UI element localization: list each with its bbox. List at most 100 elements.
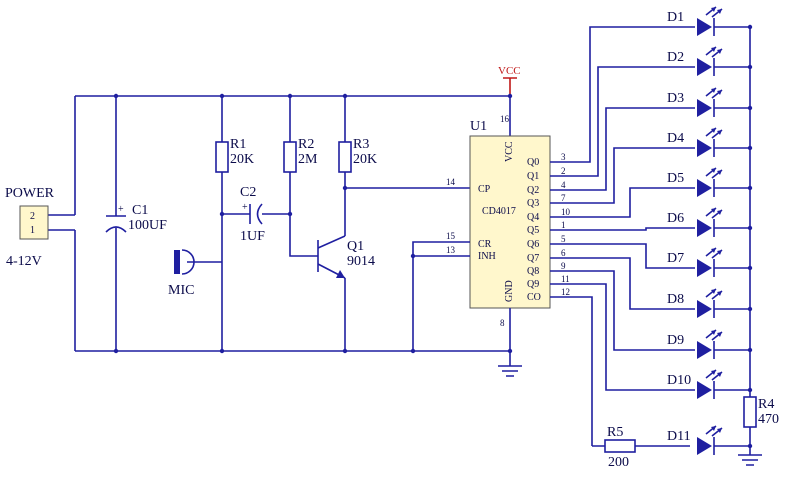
u1-output-label: Q7 [527, 253, 539, 264]
c1-value: 100UF [128, 218, 167, 233]
led-d8: D8 [550, 257, 753, 318]
u1-output-label: Q9 [527, 279, 539, 290]
ground-symbol-u1 [498, 365, 522, 377]
junction-dot [410, 253, 416, 259]
resistor-r1: R1 20K [215, 96, 254, 351]
r1-value: 20K [230, 152, 254, 167]
junction-dot [410, 348, 416, 354]
u1-cp-pin: 14 [446, 177, 456, 187]
u1-output-pin-number: 1 [561, 220, 566, 230]
power-connector: POWER 2 1 4-12V [5, 186, 55, 269]
r2-name: R2 [298, 137, 314, 152]
u1-output-pin-number: 12 [561, 287, 570, 297]
r3-name: R3 [353, 137, 369, 152]
u1-output-label: Q6 [527, 239, 539, 250]
mic-label: MIC [168, 283, 194, 298]
resistor-r5: R5 200 [592, 425, 690, 470]
led-label: D8 [667, 292, 684, 307]
r2-value: 2M [298, 152, 318, 167]
led-d2: D2 [550, 46, 753, 177]
led-label: D1 [667, 10, 684, 25]
led-d11: D11 [550, 296, 753, 455]
led-label: D5 [667, 171, 684, 186]
power-pin2: 2 [30, 211, 35, 222]
r4-value: 470 [758, 412, 779, 427]
cr-inh-ground-wire [412, 241, 470, 351]
led-label: D2 [667, 50, 684, 65]
capacitor-c1: + C1 100UF [105, 96, 167, 351]
led-label: D7 [667, 251, 684, 266]
junction-dot [113, 93, 119, 99]
junction-dot [219, 211, 225, 217]
u1-output-pin-number: 9 [561, 261, 566, 271]
u1-cr-pin: 15 [446, 231, 456, 241]
u1-name: U1 [470, 119, 487, 134]
power-label: POWER [5, 186, 55, 201]
u1-output-pin-number: 2 [561, 166, 566, 176]
junction-dot [219, 348, 225, 354]
ic-u1-cd4017: U1 CD4017 VCC GND CP CR INH 16 8 14 15 1… [446, 114, 571, 328]
u1-cr-label: CR [478, 239, 492, 250]
junction-dot [342, 93, 348, 99]
c1-polarity: + [118, 204, 124, 215]
led-label: D3 [667, 91, 684, 106]
led-label: D9 [667, 333, 684, 348]
power-voltage: 4-12V [6, 254, 42, 269]
u1-output-label: Q3 [527, 198, 539, 209]
u1-output-label: Q0 [527, 157, 539, 168]
c1-name: C1 [132, 203, 148, 218]
c2-value: 1UF [240, 229, 265, 244]
r5-name: R5 [607, 425, 623, 440]
u1-output-label: Q8 [527, 266, 539, 277]
resistor-r3: R3 20K [338, 96, 470, 236]
u1-cp-label: CP [478, 184, 491, 195]
u1-vcc-pin: 16 [500, 114, 510, 124]
led-label: D4 [667, 131, 684, 146]
led-label: D6 [667, 211, 684, 226]
led-d6: D6 [550, 207, 753, 237]
microphone: MIC [168, 249, 222, 298]
capacitor-c2: + C2 1UF [222, 185, 290, 244]
transistor-q1: Q1 9014 [317, 235, 375, 351]
junction-dot [507, 93, 513, 99]
u1-output-label: Q1 [527, 171, 539, 182]
junction-dot [342, 185, 348, 191]
vcc-label: VCC [498, 65, 521, 77]
u1-output-pin-number: 5 [561, 234, 566, 244]
junction-dot [507, 348, 513, 354]
r4-name: R4 [758, 397, 774, 412]
u1-gnd-pin: 8 [500, 318, 505, 328]
led-d4: D4 [550, 127, 753, 204]
c2-polarity: + [242, 202, 248, 213]
junction-dot [219, 93, 225, 99]
u1-output-pin-number: 11 [561, 274, 570, 284]
u1-output-label: Q2 [527, 185, 539, 196]
power-left-wires [48, 96, 76, 351]
junction-dot [342, 348, 348, 354]
u1-output-pin-number: 3 [561, 152, 566, 162]
vcc-symbol: VCC [498, 65, 521, 136]
led-d10: D10 [550, 283, 753, 399]
u1-output-label: Q4 [527, 212, 539, 223]
u1-vcc-label: VCC [504, 141, 515, 162]
u1-output-pin-number: 10 [561, 207, 571, 217]
r1-name: R1 [230, 137, 246, 152]
c2-name: C2 [240, 185, 256, 200]
power-pin1: 1 [30, 225, 35, 236]
led-d9: D9 [550, 270, 753, 359]
u1-inh-pin: 13 [446, 245, 456, 255]
junction-dot [113, 348, 119, 354]
u1-output-label: Q5 [527, 225, 539, 236]
r3-value: 20K [353, 152, 377, 167]
junction-dot [287, 211, 293, 217]
resistor-r2: R2 2M [283, 96, 318, 257]
q1-value: 9014 [347, 254, 375, 269]
u1-gnd-label: GND [504, 280, 515, 302]
u1-output-pin-number: 4 [561, 180, 566, 190]
resistor-r4: R4 470 [738, 27, 779, 466]
u1-output-pin-number: 7 [561, 193, 566, 203]
u1-part: CD4017 [482, 206, 516, 217]
